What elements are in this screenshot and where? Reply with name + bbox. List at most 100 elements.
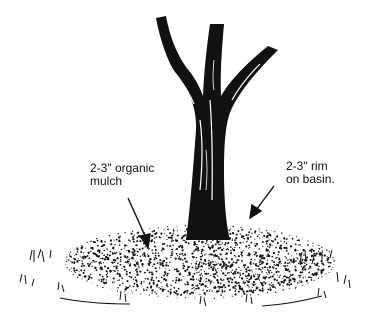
mulch-speck (201, 241, 203, 243)
mulch-speck (143, 281, 144, 282)
mulch-speck (297, 258, 298, 259)
mulch-speck (254, 254, 256, 256)
mulch-speck (189, 293, 191, 295)
mulch-speck (104, 241, 106, 243)
mulch-speck (71, 261, 73, 263)
mulch-speck (263, 257, 265, 259)
mulch-speck (104, 258, 106, 260)
mulch-speck (151, 289, 153, 291)
mulch-speck (135, 277, 136, 278)
mulch-speck (151, 271, 153, 273)
mulch-speck (235, 273, 236, 274)
mulch-speck (156, 270, 158, 272)
mulch-speck (228, 272, 230, 274)
basin-rim-mark (250, 294, 251, 295)
mulch-speck (125, 261, 127, 263)
mulch-speck (254, 239, 255, 240)
mulch-speck (230, 265, 232, 267)
mulch-speck (151, 239, 153, 241)
mulch-speck (266, 243, 268, 245)
mulch-speck (90, 251, 91, 252)
mulch-speck (214, 264, 216, 266)
mulch-speck (93, 253, 95, 255)
mulch-speck (235, 237, 237, 239)
mulch-speck (327, 256, 328, 257)
mulch-speck (252, 287, 253, 288)
mulch-speck (135, 260, 136, 261)
mulch-speck (80, 269, 81, 270)
mulch-speck (268, 272, 270, 274)
mulch-speck (286, 242, 288, 244)
mulch-speck (253, 251, 254, 252)
mulch-speck (175, 257, 177, 259)
mulch-speck (285, 247, 287, 249)
mulch-speck (294, 249, 296, 251)
mulch-speck (147, 255, 149, 257)
mulch-speck (98, 279, 100, 281)
basin-rim-mark (109, 235, 110, 236)
mulch-speck (147, 254, 148, 255)
mulch-speck (198, 264, 200, 266)
mulch-speck (155, 293, 157, 295)
mulch-speck (232, 286, 234, 288)
mulch-speck (256, 287, 258, 289)
mulch-speck (228, 280, 230, 282)
mulch-speck (291, 261, 293, 263)
mulch-speck (114, 252, 116, 254)
mulch-speck (128, 250, 130, 252)
mulch-speck (187, 282, 189, 284)
mulch-speck (166, 235, 167, 236)
mulch-speck (147, 269, 149, 271)
mulch-speck (171, 251, 172, 252)
mulch-speck (234, 277, 236, 279)
mulch-speck (298, 263, 300, 265)
mulch-speck (234, 247, 235, 248)
mulch-speck (83, 252, 84, 253)
mulch-speck (133, 279, 134, 280)
mulch-speck (103, 244, 105, 246)
mulch-speck (208, 273, 209, 274)
mulch-speck (287, 265, 288, 266)
mulch-speck (299, 255, 300, 256)
mulch-speck (278, 277, 279, 278)
mulch-speck (275, 247, 277, 249)
mulch-speck (159, 263, 161, 265)
mulch-speck (243, 282, 245, 284)
mulch-speck (237, 230, 239, 232)
mulch-speck (192, 292, 194, 294)
mulch-speck (194, 290, 195, 291)
mulch-speck (112, 282, 113, 283)
mulch-speck (173, 230, 175, 232)
mulch-speck (210, 275, 211, 276)
mulch-speck (290, 283, 292, 285)
mulch-speck (73, 268, 74, 269)
mulch-speck (262, 287, 264, 289)
mulch-speck (199, 274, 201, 276)
mulch-speck (209, 289, 210, 290)
mulch-speck (184, 234, 186, 236)
mulch-speck (243, 238, 245, 240)
mulch-speck (245, 275, 247, 277)
mulch-speck (236, 283, 238, 285)
mulch-speck (163, 260, 165, 262)
mulch-speck (151, 249, 153, 251)
mulch-speck (101, 280, 103, 282)
mulch-speck (303, 277, 304, 278)
mulch-speck (172, 239, 173, 240)
mulch-speck (266, 248, 268, 250)
mulch-speck (221, 289, 223, 291)
mulch-speck (239, 272, 241, 274)
mulch-speck (280, 245, 282, 247)
mulch-speck (163, 274, 165, 276)
mulch-speck (165, 273, 166, 274)
mulch-speck (301, 266, 302, 267)
mulch-speck (123, 266, 125, 268)
mulch-speck (254, 243, 255, 244)
mulch-speck (152, 231, 154, 233)
mulch-speck (110, 251, 112, 253)
mulch-speck (193, 287, 194, 288)
mulch-speck (285, 262, 286, 263)
mulch-speck (248, 273, 250, 275)
basin-rim-mark (296, 236, 297, 237)
mulch-speck (226, 252, 228, 254)
